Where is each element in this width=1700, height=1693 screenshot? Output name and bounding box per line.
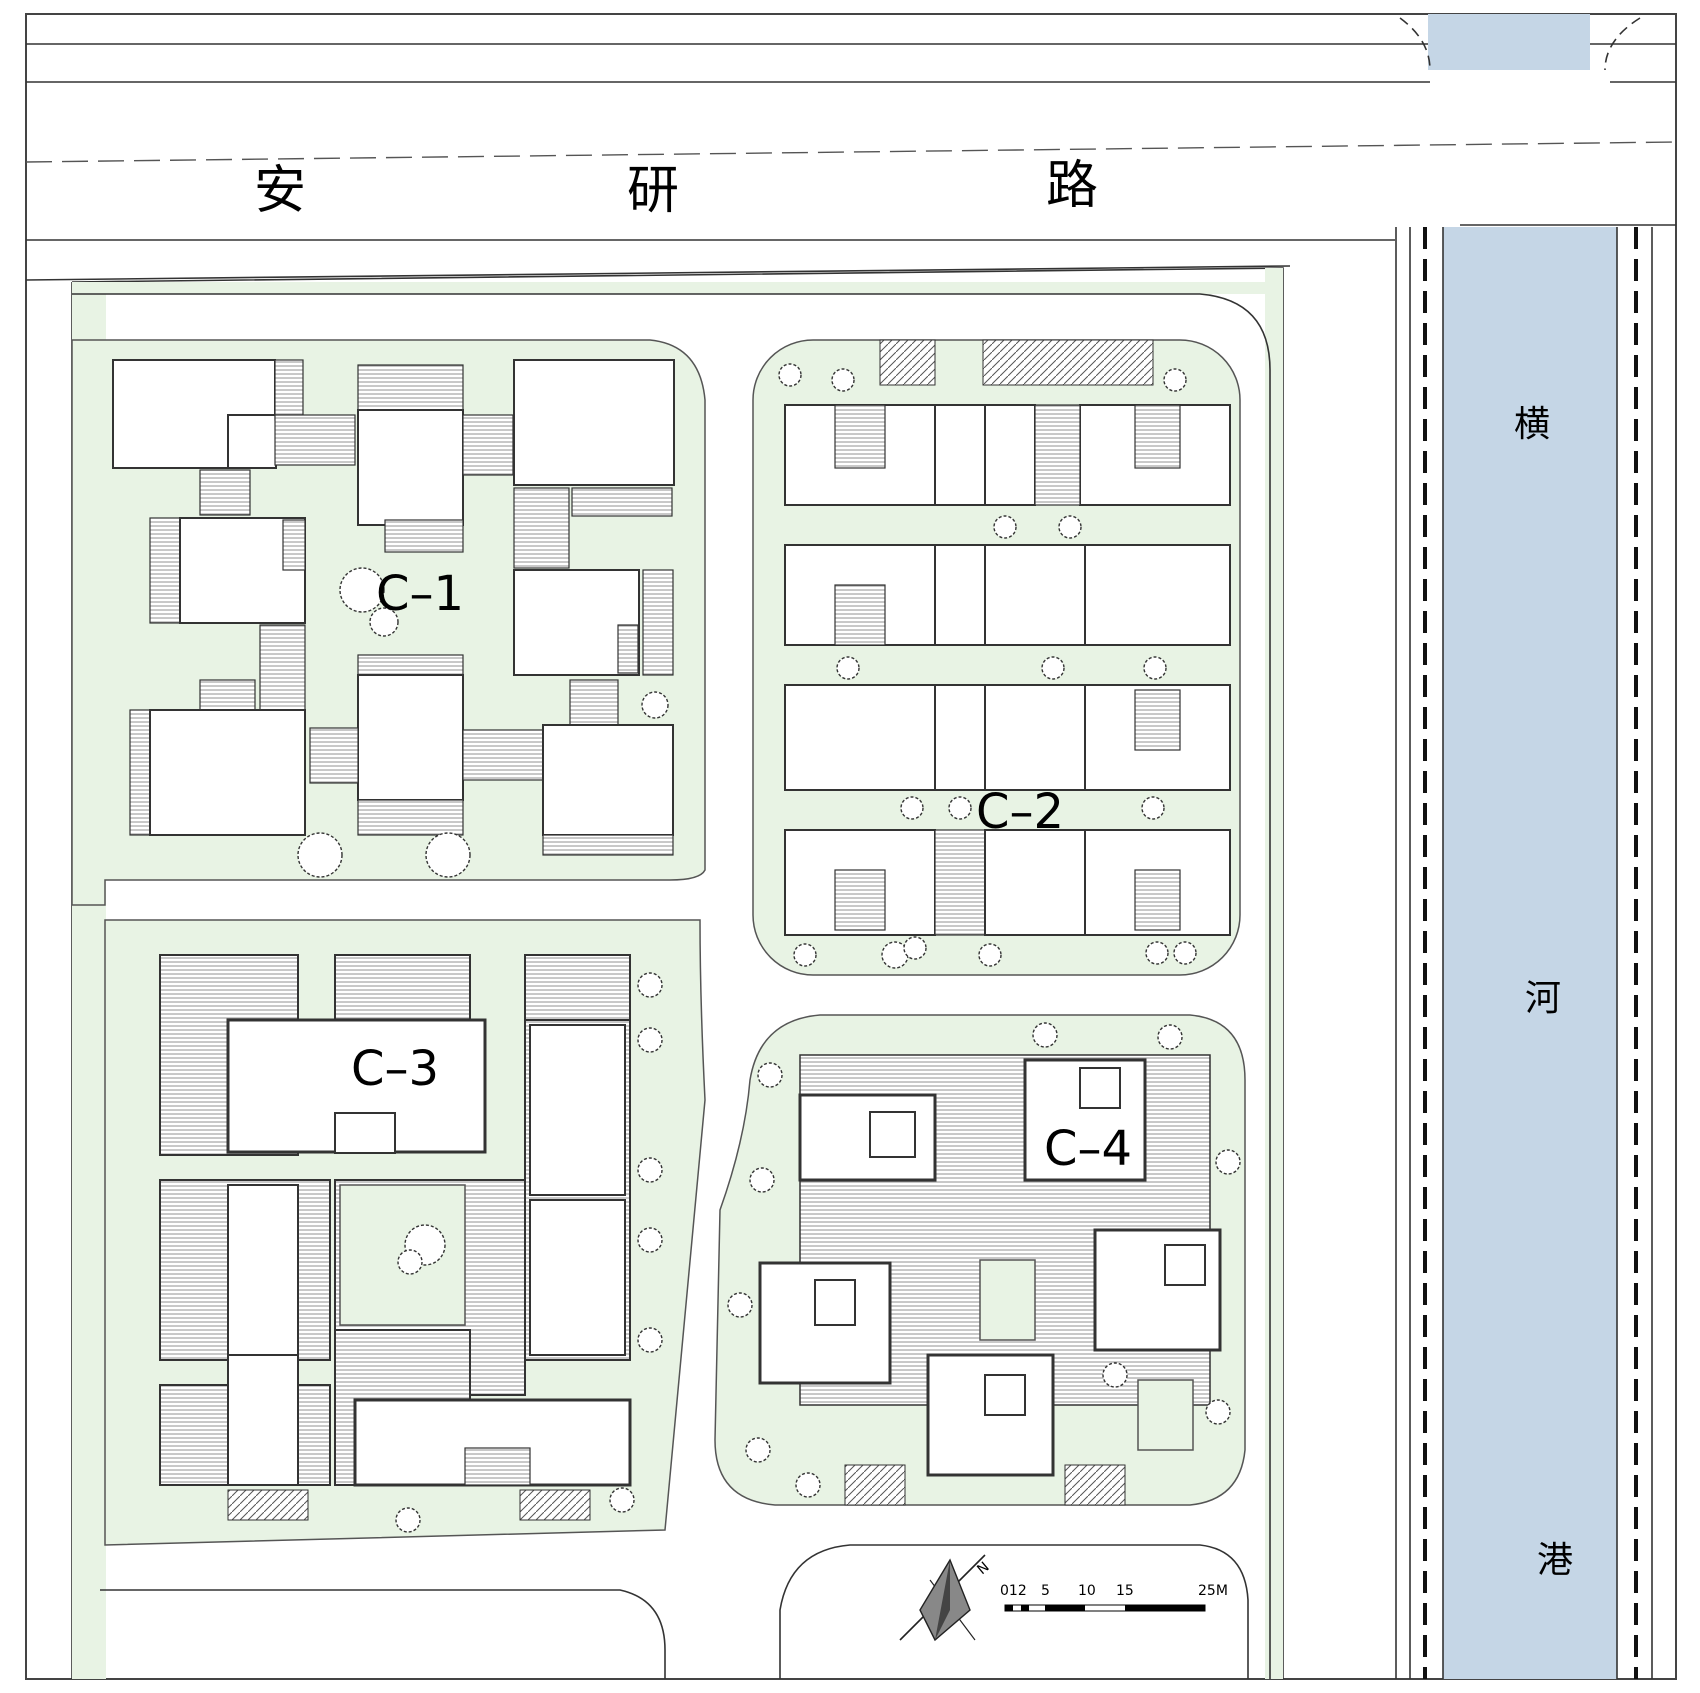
- river-bank-curve-left: [1399, 17, 1431, 71]
- block-c2: [752, 339, 1241, 976]
- block-label-c2: C–2: [976, 784, 1064, 840]
- heng-he-river: [1395, 227, 1653, 1679]
- river-label-char-1: 横: [1514, 404, 1550, 445]
- an-yan-road: [25, 43, 1677, 281]
- scale-label-3: 15: [1116, 1583, 1134, 1599]
- north-arrow: N: [899, 1554, 993, 1642]
- river-inlet: [1428, 14, 1590, 70]
- scale-label-0: 012: [1000, 1583, 1027, 1599]
- scale-bar: 012 5 10 15 25M: [1000, 1583, 1228, 1612]
- road-label-char-3: 路: [1046, 156, 1098, 216]
- river-bank-curve-right: [1604, 17, 1641, 71]
- scale-label-2: 10: [1078, 1583, 1096, 1599]
- river-label-char-2: 河: [1525, 978, 1561, 1019]
- river-label-char-3: 港: [1537, 1540, 1573, 1581]
- block-c3: [104, 919, 706, 1546]
- block-label-c4: C–4: [1044, 1121, 1132, 1177]
- road-label-char-1: 安: [254, 161, 306, 221]
- scale-label-1: 5: [1041, 1583, 1050, 1599]
- road-label-char-2: 研: [627, 161, 679, 221]
- block-c1: [71, 339, 706, 906]
- scale-label-4: 25M: [1198, 1583, 1228, 1599]
- block-label-c3: C–3: [351, 1041, 439, 1097]
- block-label-c1: C–1: [376, 566, 464, 622]
- block-c4: [714, 1014, 1246, 1506]
